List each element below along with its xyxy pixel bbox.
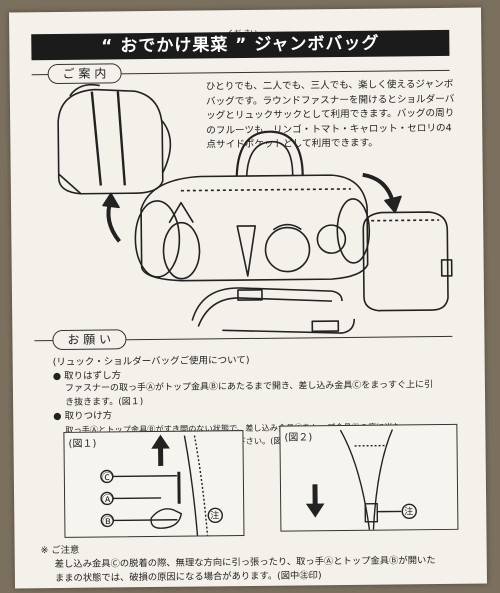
marker-a: Ⓐ [102, 493, 114, 507]
shoulder-strap-drawing [191, 287, 356, 334]
marker-c: Ⓒ [101, 471, 113, 485]
title-ruby: くだ さい [227, 28, 258, 38]
arrow-right-icon [362, 172, 395, 204]
note-mark-2: 注 [404, 507, 414, 518]
figure-2-drawing [305, 429, 417, 530]
figure-1: (図１) Ⓒ Ⓐ Ⓑ 注 [63, 430, 245, 538]
bag-illustration [57, 83, 453, 334]
instruction-sheet: “ おでかけ果菜 ” ジャンボバッグ くだ さい ご 案 内 ひとりでも、二人で… [8, 7, 488, 589]
figure-2: (図２) 注 [279, 423, 459, 532]
duffel-bag-drawing [134, 130, 371, 282]
request-header: お 願 い [52, 329, 127, 351]
title-bar: “ おでかけ果菜 ” ジャンボバッグ くだ さい [31, 29, 450, 61]
shoulder-bag-drawing [362, 211, 453, 312]
backpack-drawing [57, 83, 172, 195]
note-mark-1: 注 [210, 511, 220, 522]
figure-1-drawing [100, 434, 223, 536]
marker-b: Ⓑ [102, 515, 114, 529]
caution-section: ※ ご注意 差し込み金具Ⓒの脱着の際、無理な方向に引っ張ったり、取っ手Ⓐとトップ… [41, 540, 477, 587]
